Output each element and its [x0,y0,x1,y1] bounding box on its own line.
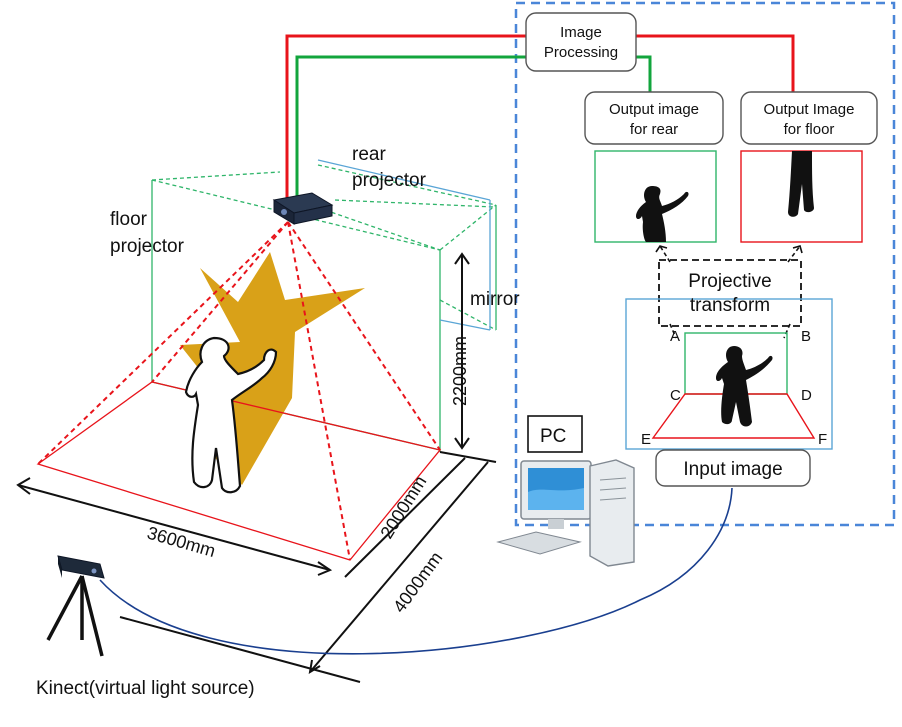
dimension-depth-label: 2000mm [376,472,430,542]
input-silhouette [716,346,773,427]
green-signal-path [295,55,652,200]
floor-projection-area [36,221,442,561]
rear-output-silhouette [636,186,689,242]
output-floor-box [740,91,878,145]
input-image-label: Input image [683,459,782,480]
rear-projector-label-2: projector [352,170,427,191]
dimension-lines [16,252,497,683]
dimension-width-label: 3600mm [145,523,218,562]
kinect-device [46,555,105,657]
arrow-heads [655,245,803,254]
corner-d-label: D [801,387,812,404]
projector-device [272,192,334,225]
projective-transform-box [658,259,802,327]
output-floor-label-2: for floor [784,121,835,138]
transform-arrows [659,245,801,339]
input-image-frame [625,298,833,450]
image-processing-box [525,12,637,72]
dimension-kinect-label: 4000mm [389,548,446,616]
image-processing-label-2: Processing [544,44,618,61]
corner-f-label: F [818,431,827,448]
floor-output-silhouette [788,151,814,217]
kinect-label: Kinect(virtual light source) [36,678,255,699]
floor-projector-label: floor [110,209,148,230]
projective-transform-label: Projective [688,271,771,292]
dimension-height-label: 2200mm [450,336,470,406]
mirror-lines [317,159,491,331]
floor-projector-label-2: projector [110,236,185,257]
image-processing-label: Image [560,24,602,41]
projective-transform-label-2: transform [690,295,770,316]
pc-label-box [527,415,583,453]
kinect-cable [99,487,733,655]
output-rear-label: Output image [609,101,699,118]
input-image-box [655,449,811,487]
output-rear-label-2: for rear [630,121,678,138]
person-outline [184,336,278,494]
corner-e-label: E [641,431,651,448]
processing-region-border [514,1,896,527]
mirror-label: mirror [470,289,520,310]
pc-computer [496,459,635,567]
input-floor-region [651,393,816,439]
pc-label: PC [540,426,566,447]
corner-a-label: A [670,328,680,345]
corner-b-label: B [801,328,811,345]
corner-c-label: C [670,387,681,404]
output-floor-label: Output Image [764,101,855,118]
rear-projector-label: rear [352,144,386,165]
output-rear-box [584,91,724,145]
